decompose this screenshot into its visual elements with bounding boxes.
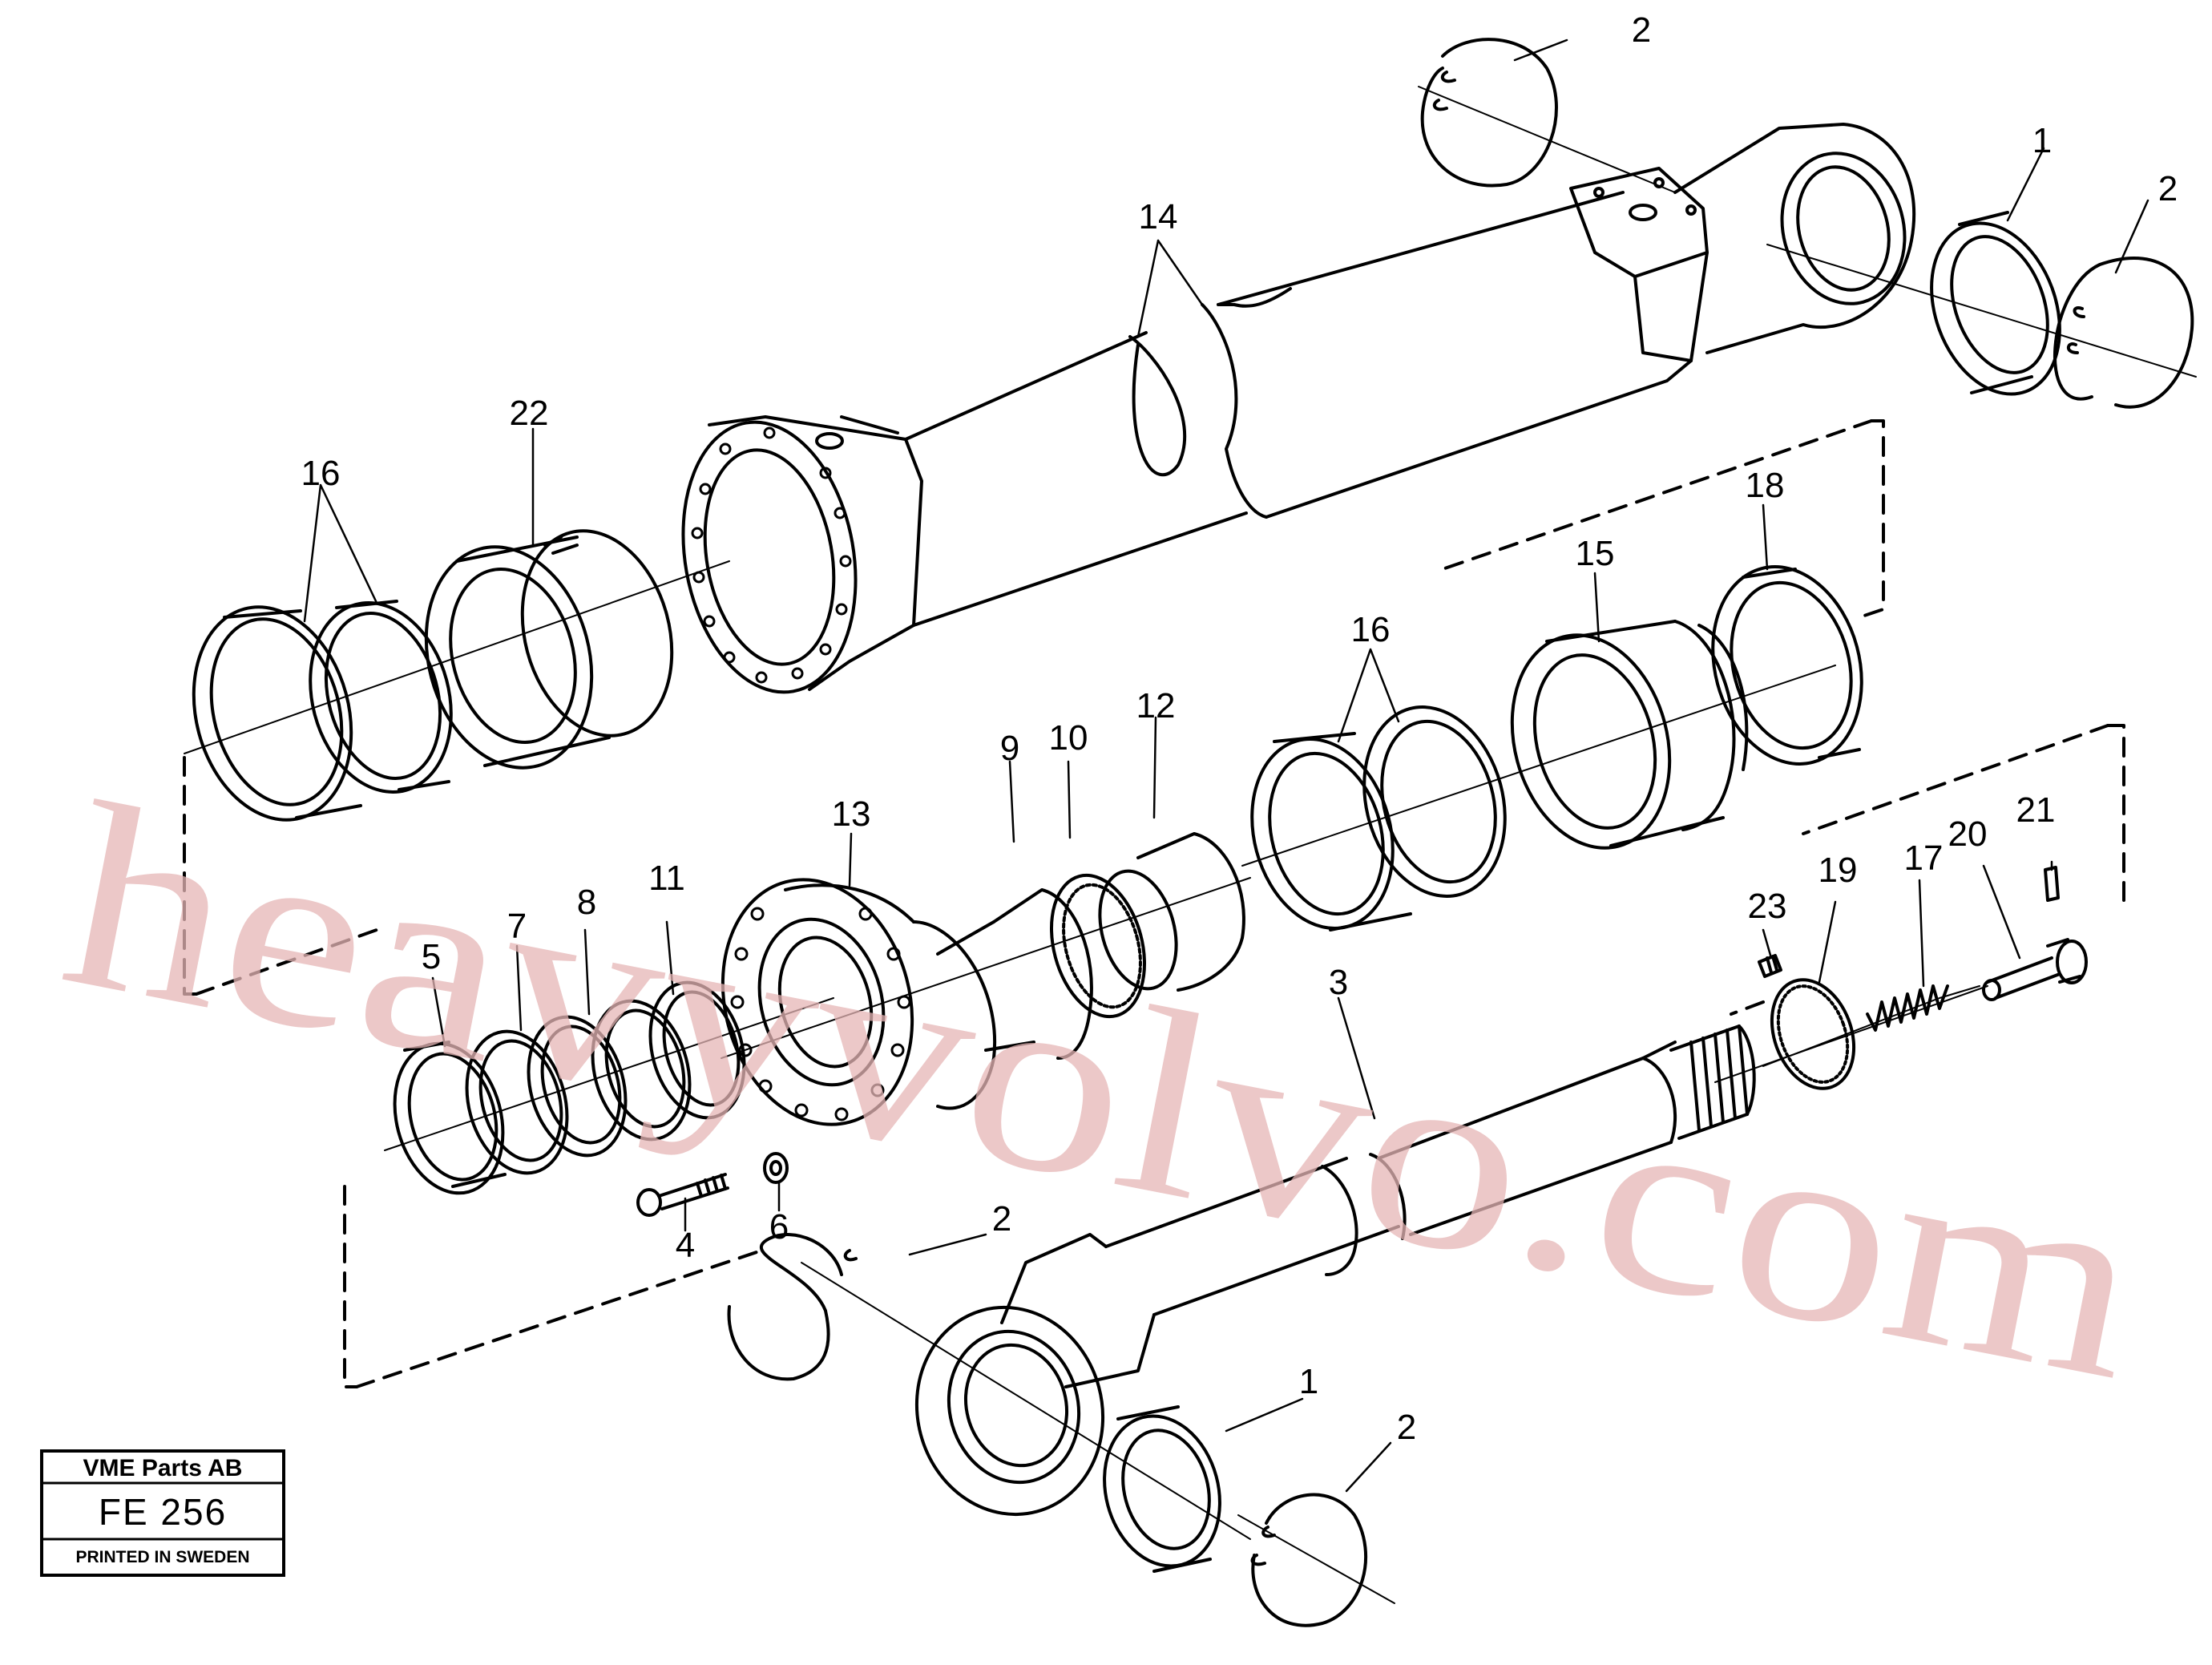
- callout-16-right: 16: [1351, 610, 1391, 649]
- cylinder-tube: [681, 123, 1916, 694]
- bushing-bottom: [1103, 1405, 1221, 1573]
- callout-2-top: 2: [1632, 10, 1651, 50]
- circlip-bottom-left: [727, 1233, 858, 1381]
- callout-6: 6: [769, 1207, 789, 1247]
- callout-4: 4: [676, 1226, 695, 1265]
- callout-20: 20: [1948, 814, 1988, 854]
- circlip-top-center: [1420, 38, 1558, 188]
- washer-6: [763, 1152, 789, 1184]
- piston-rod-3: [914, 1024, 1756, 1517]
- callout-18: 18: [1746, 466, 1785, 505]
- callout-14: 14: [1139, 197, 1178, 236]
- callout-16-left: 16: [301, 454, 341, 493]
- group-outline-rod: [343, 724, 2125, 1388]
- piston-seal-22: [424, 529, 674, 770]
- callout-11: 11: [648, 859, 685, 898]
- callout-13: 13: [832, 794, 871, 834]
- group-outline-piston: [183, 419, 1885, 996]
- callout-labels: 2 1 2 14 22 16 18 15 16 12 10 9 13 11 8 …: [301, 10, 2178, 1447]
- stamp-printed: PRINTED IN SWEDEN: [75, 1548, 249, 1566]
- callout-22: 22: [510, 394, 549, 433]
- title-stamp: VME Parts AB FE 256 PRINTED IN SWEDEN: [40, 1449, 285, 1577]
- callout-2-right: 2: [2158, 169, 2178, 208]
- callout-1-bottom: 1: [1299, 1362, 1318, 1401]
- bushing-top: [1930, 211, 2061, 396]
- callout-7: 7: [507, 907, 527, 946]
- seal-stack-left: [393, 980, 746, 1195]
- callout-10: 10: [1049, 718, 1088, 758]
- callout-21: 21: [2016, 790, 2056, 830]
- guide-ring-18: [1711, 565, 1863, 766]
- callout-9: 9: [1000, 729, 1019, 768]
- circlip-top-right: [2053, 257, 2194, 409]
- callout-3: 3: [1329, 963, 1348, 1002]
- callout-2-bottom: 2: [1397, 1408, 1416, 1447]
- callout-8: 8: [577, 883, 596, 922]
- piston-15: [1510, 620, 1749, 850]
- leader-lines: [303, 38, 2149, 1493]
- cylinder-head-13: [721, 878, 1035, 1126]
- callout-17: 17: [1904, 839, 1944, 878]
- wear-rings-16-right: [1250, 705, 1507, 932]
- callout-19: 19: [1818, 851, 1858, 890]
- callout-1-top: 1: [2032, 121, 2052, 160]
- wear-rings-16-left: [192, 600, 453, 822]
- stamp-code: FE 256: [99, 1491, 227, 1533]
- callout-12: 12: [1136, 686, 1176, 725]
- bolt-4: [636, 1173, 729, 1217]
- check-valve-parts: [1758, 866, 2088, 1090]
- circlip-bottom: [1250, 1493, 1367, 1627]
- stamp-company: VME Parts AB: [83, 1455, 243, 1481]
- callout-23: 23: [1748, 887, 1787, 926]
- callout-15: 15: [1576, 534, 1615, 573]
- callout-5: 5: [422, 937, 441, 976]
- callout-2-rod: 2: [992, 1199, 1011, 1239]
- rod-head-rings: [992, 832, 1245, 1060]
